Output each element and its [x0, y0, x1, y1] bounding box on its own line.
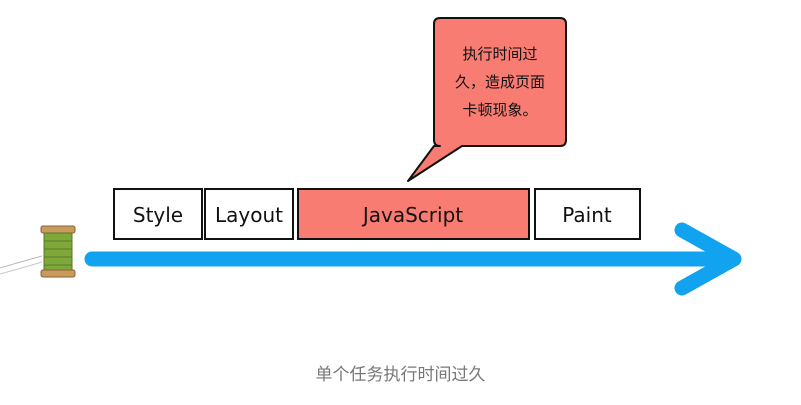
figure-caption: 单个任务执行时间过久	[315, 365, 486, 385]
callout-line-1: 执行时间过	[462, 45, 537, 63]
callout-line-2: 久，造成页面	[455, 73, 545, 91]
block-javascript-label: JavaScript	[361, 203, 463, 227]
thread-spool-icon	[0, 225, 76, 278]
block-paint-label: Paint	[562, 203, 612, 227]
block-javascript: JavaScript	[297, 188, 530, 240]
block-paint: Paint	[534, 188, 641, 240]
block-layout: Layout	[204, 188, 294, 240]
timeline-arrow	[84, 222, 742, 296]
block-style-label: Style	[133, 203, 183, 227]
callout-bubble: 执行时间过 久，造成页面 卡顿现象。	[407, 17, 567, 182]
block-layout-label: Layout	[215, 203, 283, 227]
block-style: Style	[113, 188, 203, 240]
callout-line-3: 卡顿现象。	[462, 101, 537, 119]
